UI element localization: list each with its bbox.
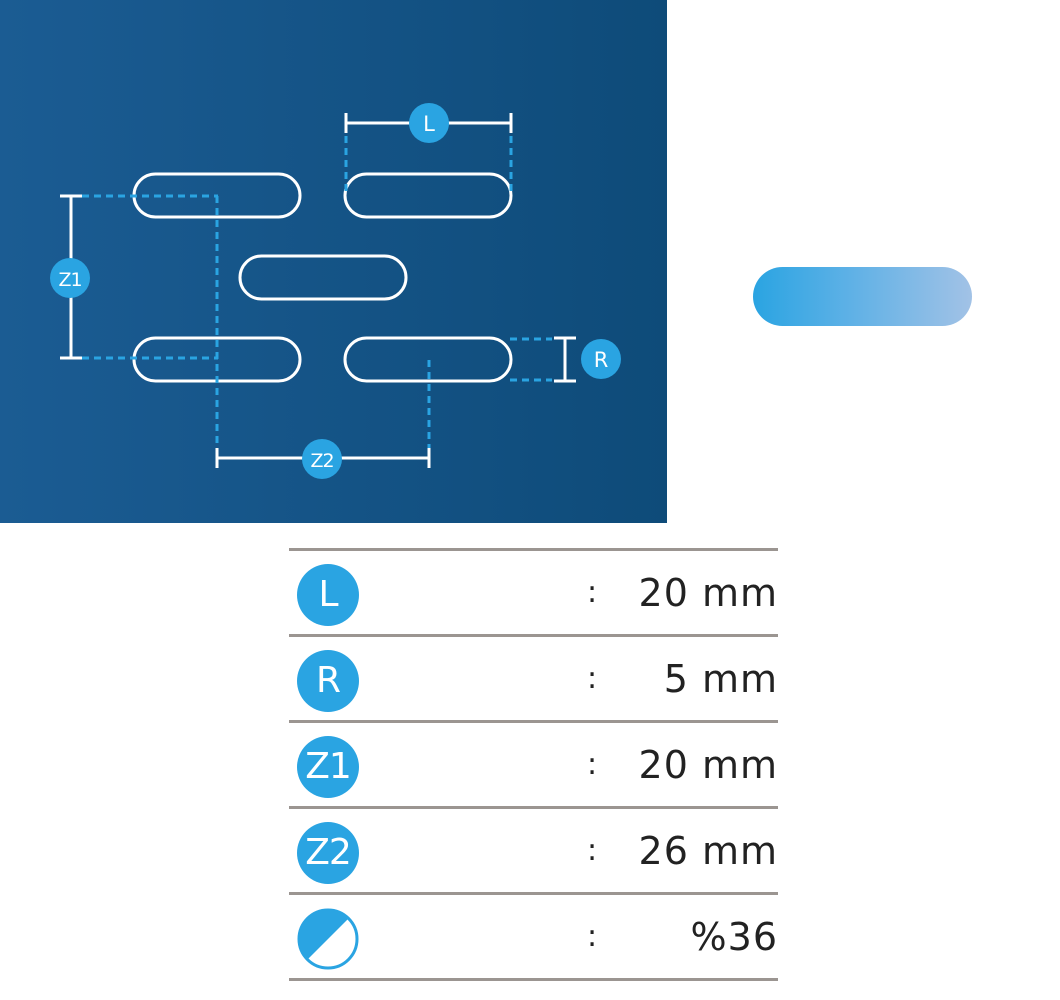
z1-value: 20 mm	[638, 743, 778, 787]
z2-label: Z2	[302, 439, 342, 479]
z1-extension-lines	[82, 194, 218, 360]
open-area-ratio-icon	[297, 908, 359, 970]
spec-colon: :	[587, 919, 598, 954]
spec-colon: :	[587, 833, 598, 868]
z2-value: 26 mm	[638, 829, 778, 873]
perforation-diagram-svg: L Z1 Z2 R	[50, 103, 621, 479]
spec-row-l: L : 20 mm	[289, 548, 778, 634]
spec-colon: :	[587, 575, 598, 610]
z1-badge: Z1	[297, 736, 359, 798]
svg-text:Z2: Z2	[310, 450, 333, 472]
open-area-value: %36	[690, 915, 778, 959]
z2-extension-lines	[215, 196, 431, 448]
spec-table: L : 20 mm R : 5 mm Z1 : 20 mm Z2 : 26 mm…	[289, 548, 778, 981]
z2-badge: Z2	[297, 822, 359, 884]
spec-row-z1: Z1 : 20 mm	[289, 720, 778, 806]
slot-top-right	[343, 172, 513, 219]
svg-text:Z1: Z1	[58, 269, 81, 291]
spec-row-z2: Z2 : 26 mm	[289, 806, 778, 892]
l-value: 20 mm	[638, 571, 778, 615]
spec-row-open-area: : %36	[289, 892, 778, 981]
slot-middle	[238, 254, 408, 301]
r-extension-lines	[510, 337, 552, 382]
r-dimension-line	[554, 336, 576, 383]
spec-row-r: R : 5 mm	[289, 634, 778, 720]
r-badge: R	[297, 650, 359, 712]
l-label: L	[409, 103, 449, 143]
z1-label: Z1	[50, 258, 90, 298]
color-gradient-swatch	[753, 267, 972, 326]
svg-text:L: L	[423, 112, 435, 136]
perforation-diagram: L Z1 Z2 R	[0, 0, 667, 523]
svg-text:R: R	[594, 348, 609, 372]
l-extension-lines	[344, 136, 513, 196]
r-value: 5 mm	[663, 657, 778, 701]
r-label: R	[581, 339, 621, 379]
spec-colon: :	[587, 661, 598, 696]
slot-bottom-right	[343, 336, 513, 383]
spec-colon: :	[587, 747, 598, 782]
l-badge: L	[297, 564, 359, 626]
